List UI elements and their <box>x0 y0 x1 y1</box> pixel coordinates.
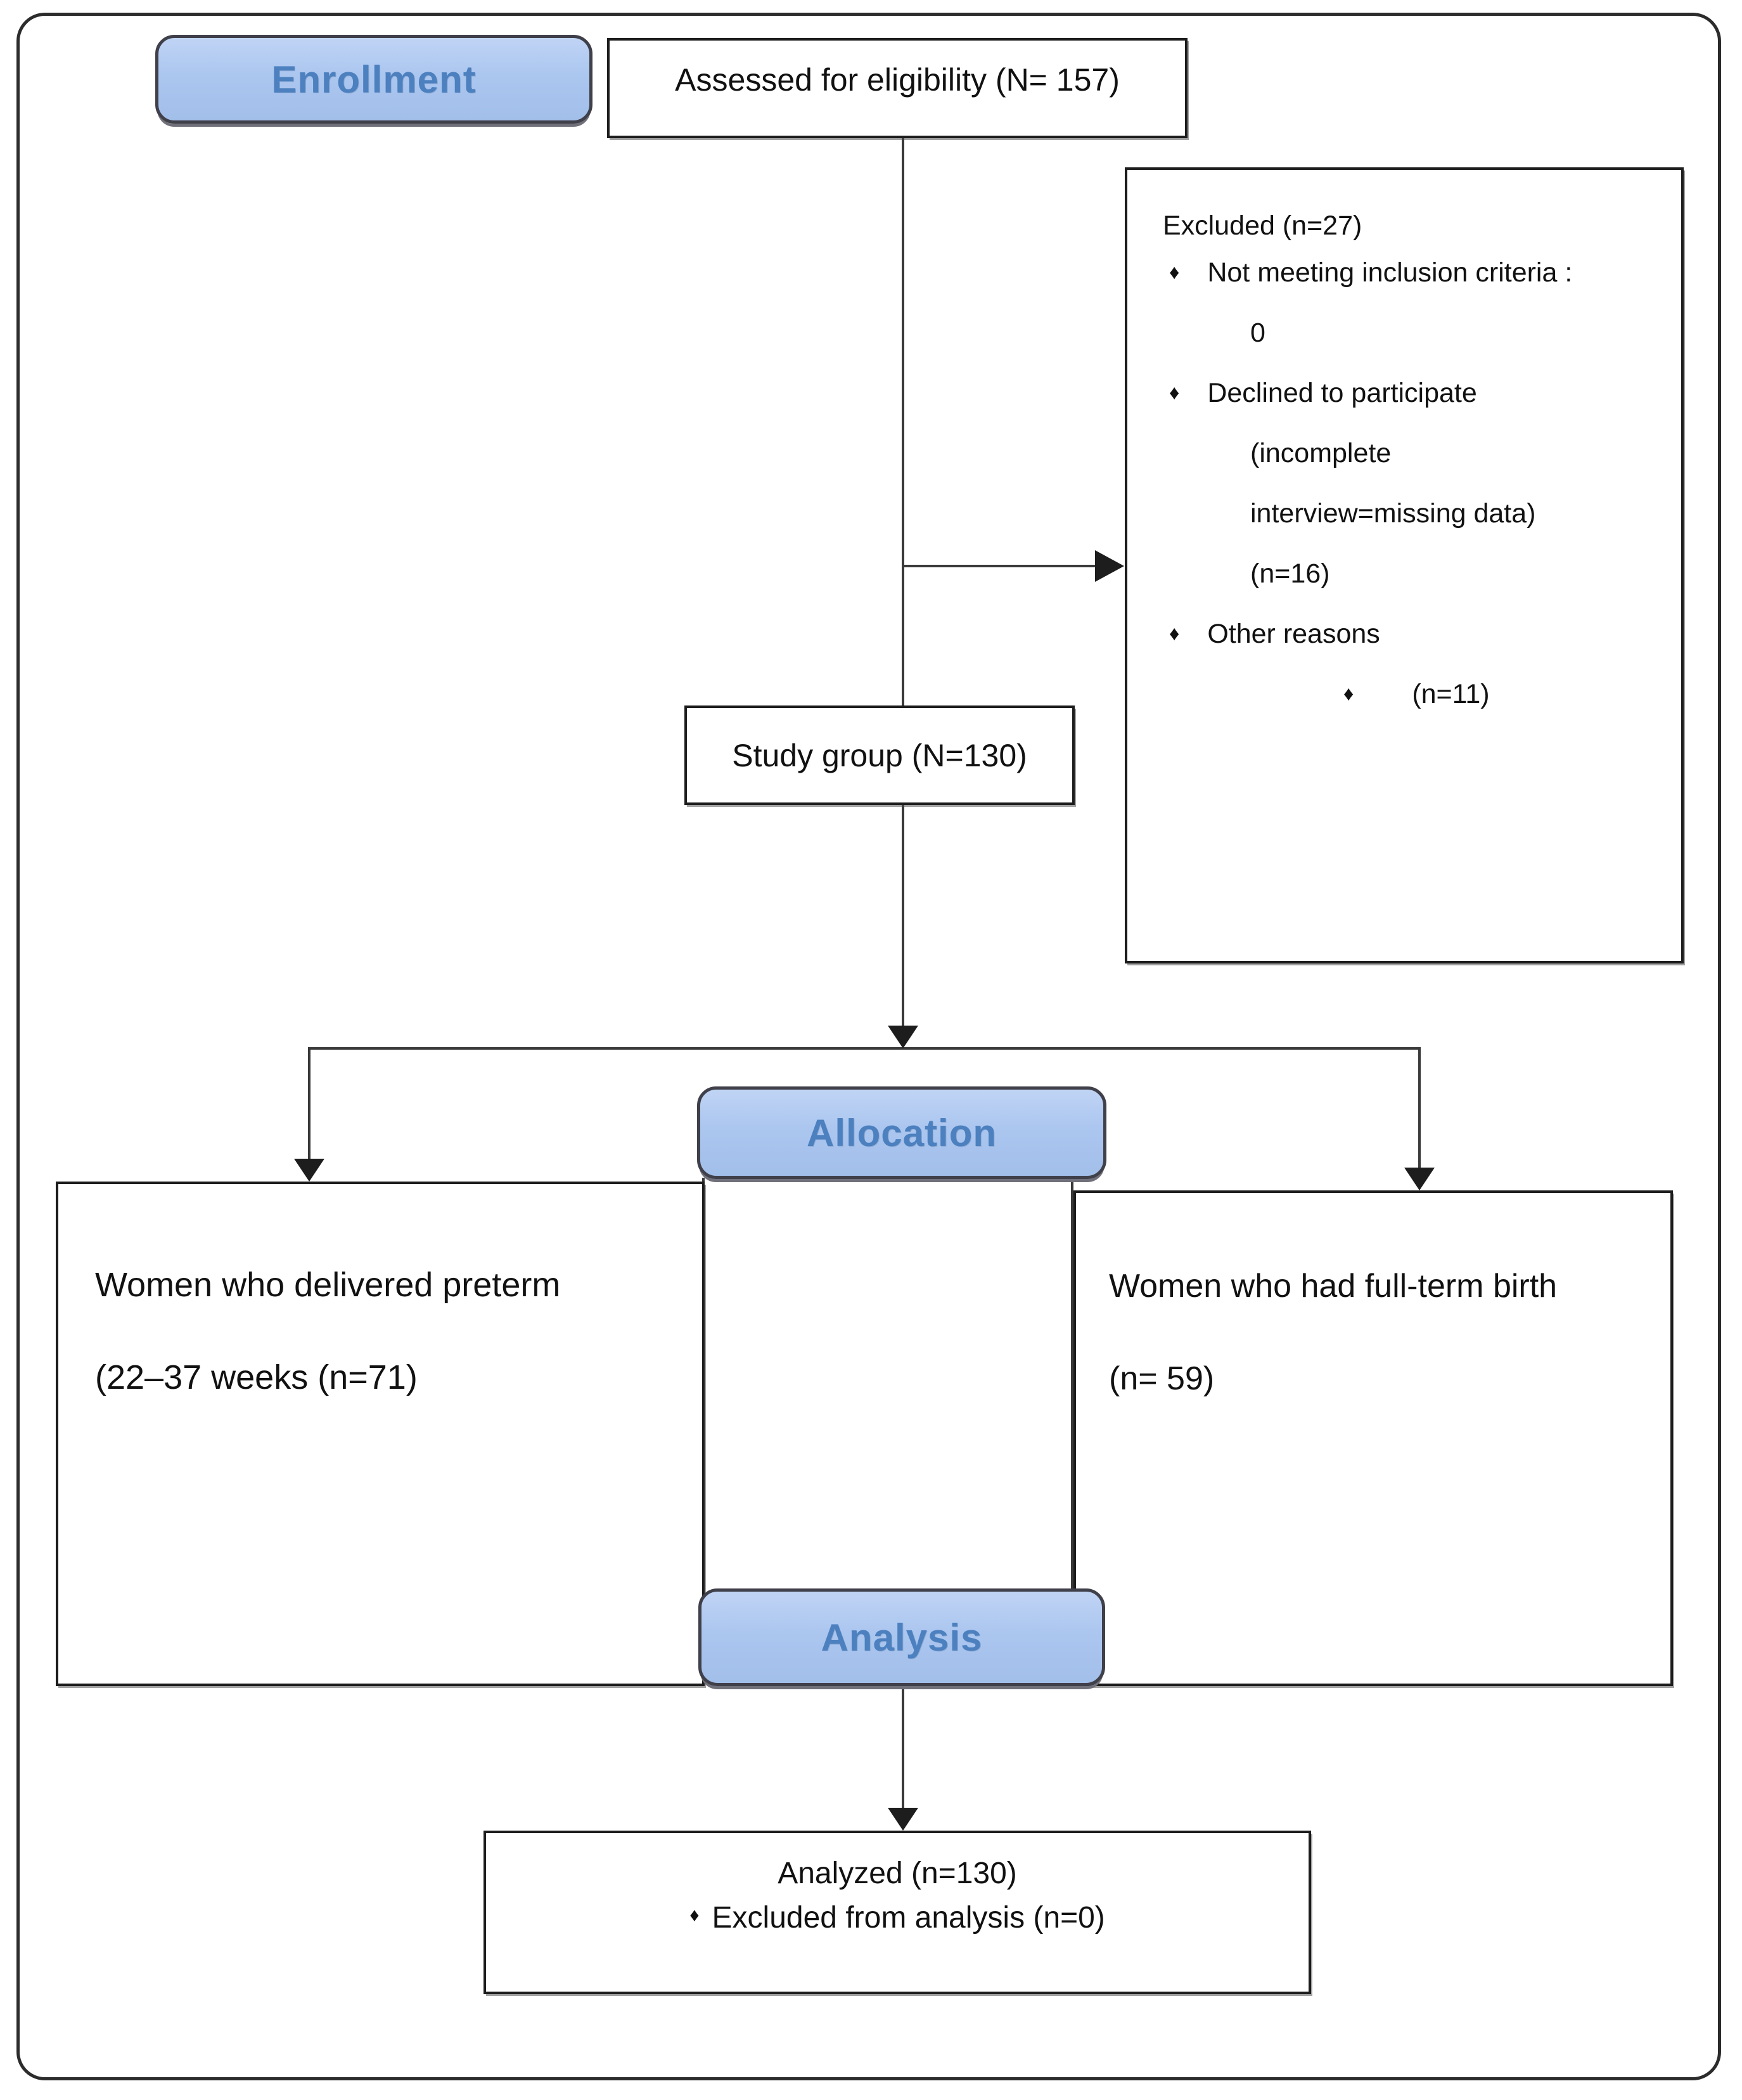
excluded-branch-line <box>903 565 1096 567</box>
study-group-box: Study group (N=130) <box>684 705 1075 805</box>
enrollment-stage-label: Enrollment <box>271 58 477 101</box>
excluded-box: Excluded (n=27) ♦ Not meeting inclusion … <box>1125 167 1684 963</box>
arrowhead-right-icon <box>1095 550 1124 582</box>
arrowhead-down-icon <box>294 1159 324 1182</box>
fullterm-group-box: Women who had full-term birth (n= 59) <box>1073 1190 1673 1686</box>
excluded-line-text: (n=11) <box>1412 679 1490 709</box>
diamond-bullet-icon: ♦ <box>1169 261 1180 283</box>
fullterm-line-1: Women who had full-term birth <box>1109 1268 1558 1304</box>
analyzed-box: Analyzed (n=130) ♦ Excluded from analysi… <box>484 1831 1311 1994</box>
assessed-eligibility-text: Assessed for eligibility (N= 157) <box>675 62 1120 98</box>
diamond-bullet-icon: ♦ <box>689 1905 700 1926</box>
preterm-line-1: Women who delivered preterm <box>95 1266 561 1304</box>
excluded-line-text: Declined to participate <box>1207 378 1477 408</box>
allocation-stage-label: Allocation <box>806 1111 997 1154</box>
center-connector-right-line <box>1071 1178 1073 1590</box>
assessed-eligibility-box: Assessed for eligibility (N= 157) <box>607 38 1188 138</box>
excluded-line-text: Not meeting inclusion criteria : <box>1207 257 1573 288</box>
arrowhead-down-icon <box>888 1026 918 1048</box>
spine-line-bottom <box>902 1686 904 1810</box>
fullterm-line-2: (n= 59) <box>1109 1360 1215 1397</box>
excluded-line: (incomplete <box>1250 438 1666 498</box>
analyzed-line-2: ♦ Excluded from analysis (n=0) <box>486 1895 1309 1940</box>
allocation-stage-pill: Allocation <box>697 1086 1106 1179</box>
excluded-line: ♦ Declined to participate <box>1169 378 1666 438</box>
excluded-line: ♦ Not meeting inclusion criteria : <box>1169 257 1666 318</box>
excluded-line-text: Other reasons <box>1207 619 1380 649</box>
excluded-line-text: (n=16) <box>1250 558 1330 589</box>
arrowhead-down-icon <box>888 1808 918 1831</box>
preterm-line-2: (22–37 weeks (n=71) <box>95 1358 418 1396</box>
diamond-bullet-icon: ♦ <box>1169 381 1180 404</box>
excluded-title: Excluded (n=27) <box>1163 210 1362 241</box>
excluded-line-text: 0 <box>1250 318 1265 348</box>
excluded-line: interview=missing data) <box>1250 498 1666 558</box>
left-branch-line <box>308 1047 311 1160</box>
enrollment-stage-pill: Enrollment <box>155 35 592 124</box>
analysis-stage-label: Analysis <box>821 1616 983 1659</box>
excluded-line: ♦ (n=11) <box>1343 679 1666 739</box>
diamond-bullet-icon: ♦ <box>1343 682 1354 705</box>
excluded-line: ♦ Other reasons <box>1169 619 1666 679</box>
analyzed-line-2-text: Excluded from analysis (n=0) <box>712 1900 1105 1935</box>
excluded-line: 0 <box>1250 318 1666 378</box>
preterm-group-box: Women who delivered preterm (22–37 weeks… <box>56 1182 705 1686</box>
spine-line-mid <box>902 805 904 1028</box>
analyzed-line-1: Analyzed (n=130) <box>486 1851 1309 1895</box>
spine-line-top <box>902 138 904 707</box>
right-branch-line <box>1418 1047 1421 1169</box>
arrowhead-down-icon <box>1404 1168 1435 1190</box>
study-group-text: Study group (N=130) <box>732 737 1027 773</box>
excluded-line: (n=16) <box>1250 558 1666 619</box>
analysis-stage-pill: Analysis <box>698 1588 1105 1686</box>
excluded-line-text: (incomplete <box>1250 438 1392 468</box>
excluded-line-text: interview=missing data) <box>1250 498 1536 529</box>
diamond-bullet-icon: ♦ <box>1169 622 1180 645</box>
branch-junction-line <box>309 1047 1421 1050</box>
analyzed-line-1-text: Analyzed (n=130) <box>778 1856 1017 1890</box>
